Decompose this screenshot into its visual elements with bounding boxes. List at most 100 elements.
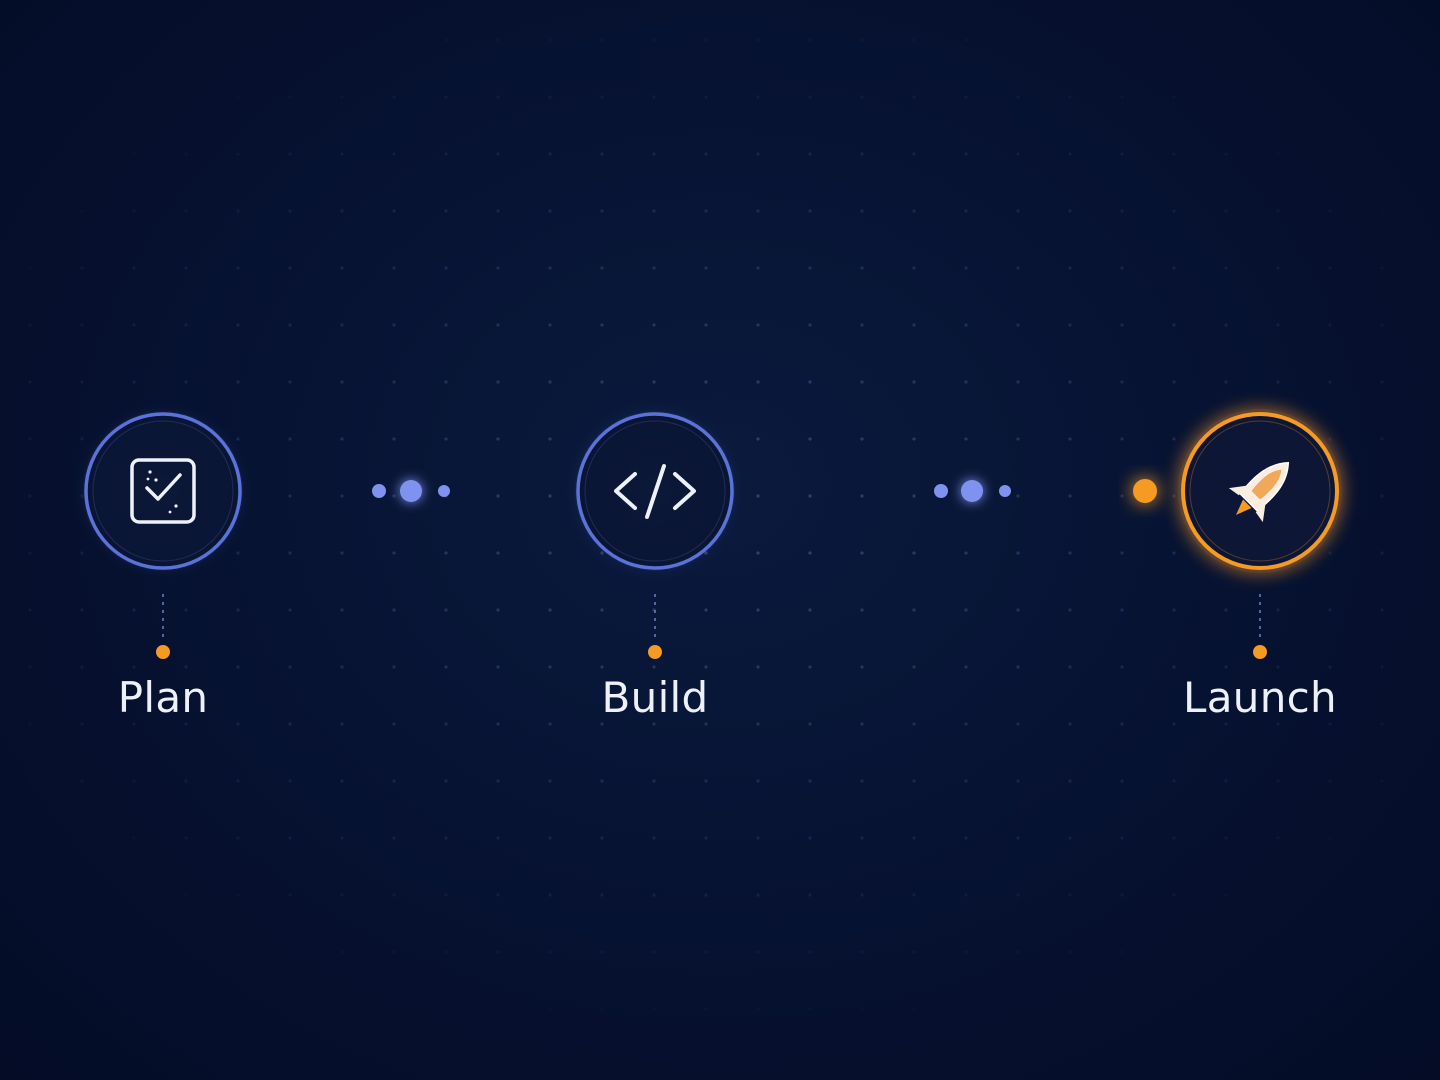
grid-dot [496, 437, 500, 441]
grid-dot [132, 266, 136, 270]
grid-dot [704, 152, 708, 156]
step-node-build[interactable] [575, 411, 735, 571]
grid-dot [548, 437, 552, 441]
grid-dot [392, 551, 396, 555]
grid-dot [1120, 836, 1124, 840]
grid-dot [288, 437, 292, 441]
grid-dot [756, 209, 760, 213]
grid-dot [600, 779, 604, 783]
grid-dot [652, 38, 656, 42]
grid-dot [28, 722, 32, 726]
grid-dot [548, 266, 552, 270]
grid-dot [1172, 665, 1176, 669]
grid-dot [808, 95, 812, 99]
grid-dot [236, 266, 240, 270]
grid-dot [600, 608, 604, 612]
grid-dot [756, 38, 760, 42]
grid-dot [1016, 608, 1020, 612]
grid-dot [496, 152, 500, 156]
grid-dot [132, 665, 136, 669]
grid-dot [1068, 95, 1072, 99]
grid-dot [444, 665, 448, 669]
grid-dot [860, 266, 864, 270]
grid-dot [288, 95, 292, 99]
grid-dot [28, 608, 32, 612]
grid-dot [392, 722, 396, 726]
grid-dot [1016, 380, 1020, 384]
grid-dot [1328, 665, 1332, 669]
grid-dot [1224, 608, 1228, 612]
grid-dot [912, 437, 916, 441]
grid-dot [860, 665, 864, 669]
grid-dot [288, 209, 292, 213]
grid-dot [1120, 608, 1124, 612]
grid-dot [1120, 437, 1124, 441]
code-icon [614, 464, 696, 519]
grid-dot [132, 836, 136, 840]
grid-dot [340, 437, 344, 441]
grid-dot [860, 893, 864, 897]
progress-marker-dot [1133, 479, 1157, 503]
grid-dot [444, 950, 448, 954]
grid-dot [652, 266, 656, 270]
grid-dot [1068, 665, 1072, 669]
grid-dot [444, 608, 448, 612]
grid-dot [444, 266, 448, 270]
grid-dot [1068, 152, 1072, 156]
grid-dot [1172, 836, 1176, 840]
grid-dot [756, 779, 760, 783]
grid-dot [392, 779, 396, 783]
grid-dot [28, 551, 32, 555]
grid-dot [1068, 437, 1072, 441]
grid-dot [912, 722, 916, 726]
step-node-launch[interactable] [1178, 409, 1342, 573]
grid-dot [548, 779, 552, 783]
grid-dot [704, 38, 708, 42]
grid-dot [288, 266, 292, 270]
grid-dot [1224, 380, 1228, 384]
rocket-icon [1228, 461, 1290, 523]
grid-dot [860, 608, 864, 612]
grid-dot [548, 323, 552, 327]
grid-dot [392, 836, 396, 840]
grid-dot [1224, 323, 1228, 327]
grid-dot [80, 323, 84, 327]
grid-dot [808, 380, 812, 384]
accent-dot [156, 645, 170, 659]
grid-dot [912, 209, 916, 213]
grid-dot [340, 494, 344, 498]
step-node-plan[interactable] [83, 411, 243, 571]
grid-dot [1328, 380, 1332, 384]
grid-dot [1016, 95, 1020, 99]
grid-dot [756, 836, 760, 840]
grid-dot [236, 665, 240, 669]
step-label-launch: Launch [1183, 673, 1337, 722]
grid-dot [600, 722, 604, 726]
step-label-plan: Plan [117, 673, 209, 722]
grid-dot [756, 893, 760, 897]
grid-dot [236, 323, 240, 327]
grid-dot [1380, 608, 1384, 612]
grid-dot [704, 950, 708, 954]
grid-dot [1068, 950, 1072, 954]
grid-dot [600, 665, 604, 669]
grid-dot [652, 209, 656, 213]
grid-dot [444, 836, 448, 840]
connector-dot [372, 484, 386, 498]
grid-dot [288, 323, 292, 327]
grid-dot [392, 266, 396, 270]
grid-dot [548, 95, 552, 99]
grid-dot [444, 722, 448, 726]
grid-dot [1120, 779, 1124, 783]
grid-dot [1068, 551, 1072, 555]
grid-dot [912, 95, 916, 99]
grid-dot [392, 209, 396, 213]
grid-dot [600, 266, 604, 270]
grid-dot [1380, 665, 1384, 669]
grid-dot [80, 266, 84, 270]
grid-dot [912, 551, 916, 555]
grid-dot [28, 380, 32, 384]
grid-dot [808, 836, 812, 840]
grid-dot [548, 608, 552, 612]
grid-dot [392, 665, 396, 669]
